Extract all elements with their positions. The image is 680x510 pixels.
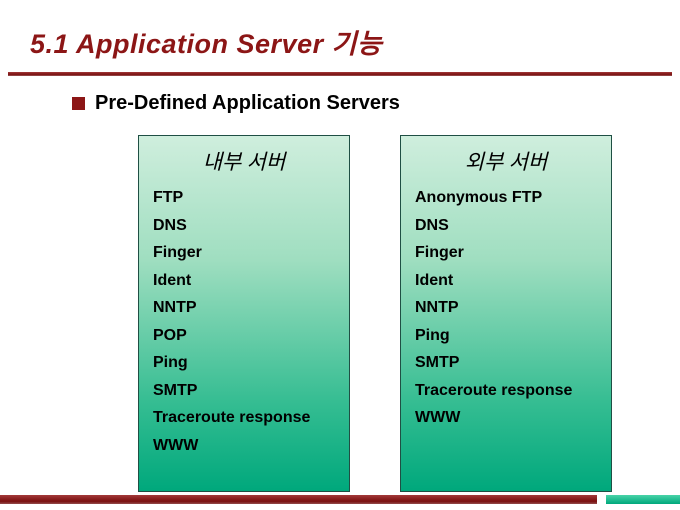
server-list-item: Traceroute response	[153, 409, 311, 426]
server-list-item: Finger	[415, 244, 464, 261]
bullet-square-icon	[72, 97, 85, 110]
server-list-item: Ping	[415, 326, 450, 344]
page-title: 5.1 Application Server 기능	[30, 29, 383, 59]
server-list-item: WWW	[153, 436, 199, 454]
server-list-item: Anonymous FTP	[415, 189, 543, 206]
footer-green-accent	[606, 495, 680, 504]
server-list-item: POP	[153, 326, 187, 344]
title-divider	[8, 72, 672, 76]
server-list-item: Ident	[153, 271, 192, 289]
server-list-item: Finger	[153, 244, 202, 261]
section-heading: Pre-Defined Application Servers	[72, 92, 400, 115]
server-list-item: DNS	[153, 216, 187, 234]
server-list-item: Ping	[153, 354, 188, 371]
box-header: 내부 서버	[202, 150, 286, 174]
server-list-item: SMTP	[415, 354, 460, 371]
server-list-item: NNTP	[415, 299, 459, 316]
section-heading-label: Pre-Defined Application Servers	[95, 92, 400, 114]
server-list-item: Ident	[415, 271, 454, 289]
footer-bar	[0, 495, 680, 504]
server-list-item: SMTP	[153, 381, 198, 399]
server-list-item: FTP	[153, 189, 184, 206]
server-list-item: Traceroute response	[415, 381, 573, 399]
box-header: 외부 서버	[464, 150, 548, 174]
server-list-item: WWW	[415, 409, 461, 426]
server-list-item: DNS	[415, 216, 449, 234]
footer-maroon-bar	[0, 495, 597, 504]
server-list-item: NNTP	[153, 299, 197, 316]
